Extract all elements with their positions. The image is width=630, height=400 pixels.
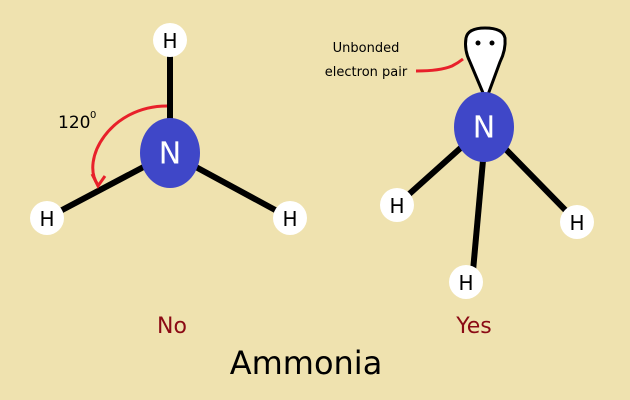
hydrogen-atom — [380, 188, 414, 222]
hydrogen-label: H — [282, 207, 297, 231]
degree-mark: 0 — [90, 110, 96, 121]
nitrogen-label: N — [473, 111, 495, 146]
hydrogen-atom — [273, 201, 307, 235]
lone-pair-label-line1: Unbonded — [333, 41, 400, 56]
planar-model: 120 0 H H H N No — [30, 23, 307, 339]
pyramidal-model: Unbonded electron pair H H H N Yes — [325, 26, 594, 339]
label-pointer-line — [415, 57, 464, 73]
lone-pair-label-line2: electron pair — [325, 65, 408, 80]
hydrogen-atom — [560, 205, 594, 239]
angle-label: 120 — [58, 113, 90, 133]
arrowhead-icon — [90, 173, 107, 189]
hydrogen-label: H — [389, 194, 404, 218]
electron-dot — [475, 40, 481, 46]
hydrogen-atom — [449, 265, 483, 299]
nitrogen-atom — [454, 92, 514, 162]
electron-dot — [489, 40, 495, 46]
hydrogen-atom — [153, 23, 187, 57]
hydrogen-label: H — [39, 207, 54, 231]
hydrogen-atom — [30, 201, 64, 235]
diagram-title: Ammonia — [230, 344, 383, 382]
nitrogen-label: N — [159, 137, 181, 172]
hydrogen-label: H — [162, 29, 177, 53]
verdict-no: No — [157, 314, 187, 339]
lone-pair-lobe — [464, 26, 507, 105]
verdict-yes: Yes — [455, 314, 492, 339]
hydrogen-label: H — [569, 211, 584, 235]
nitrogen-atom — [140, 118, 200, 188]
hydrogen-label: H — [458, 271, 473, 295]
